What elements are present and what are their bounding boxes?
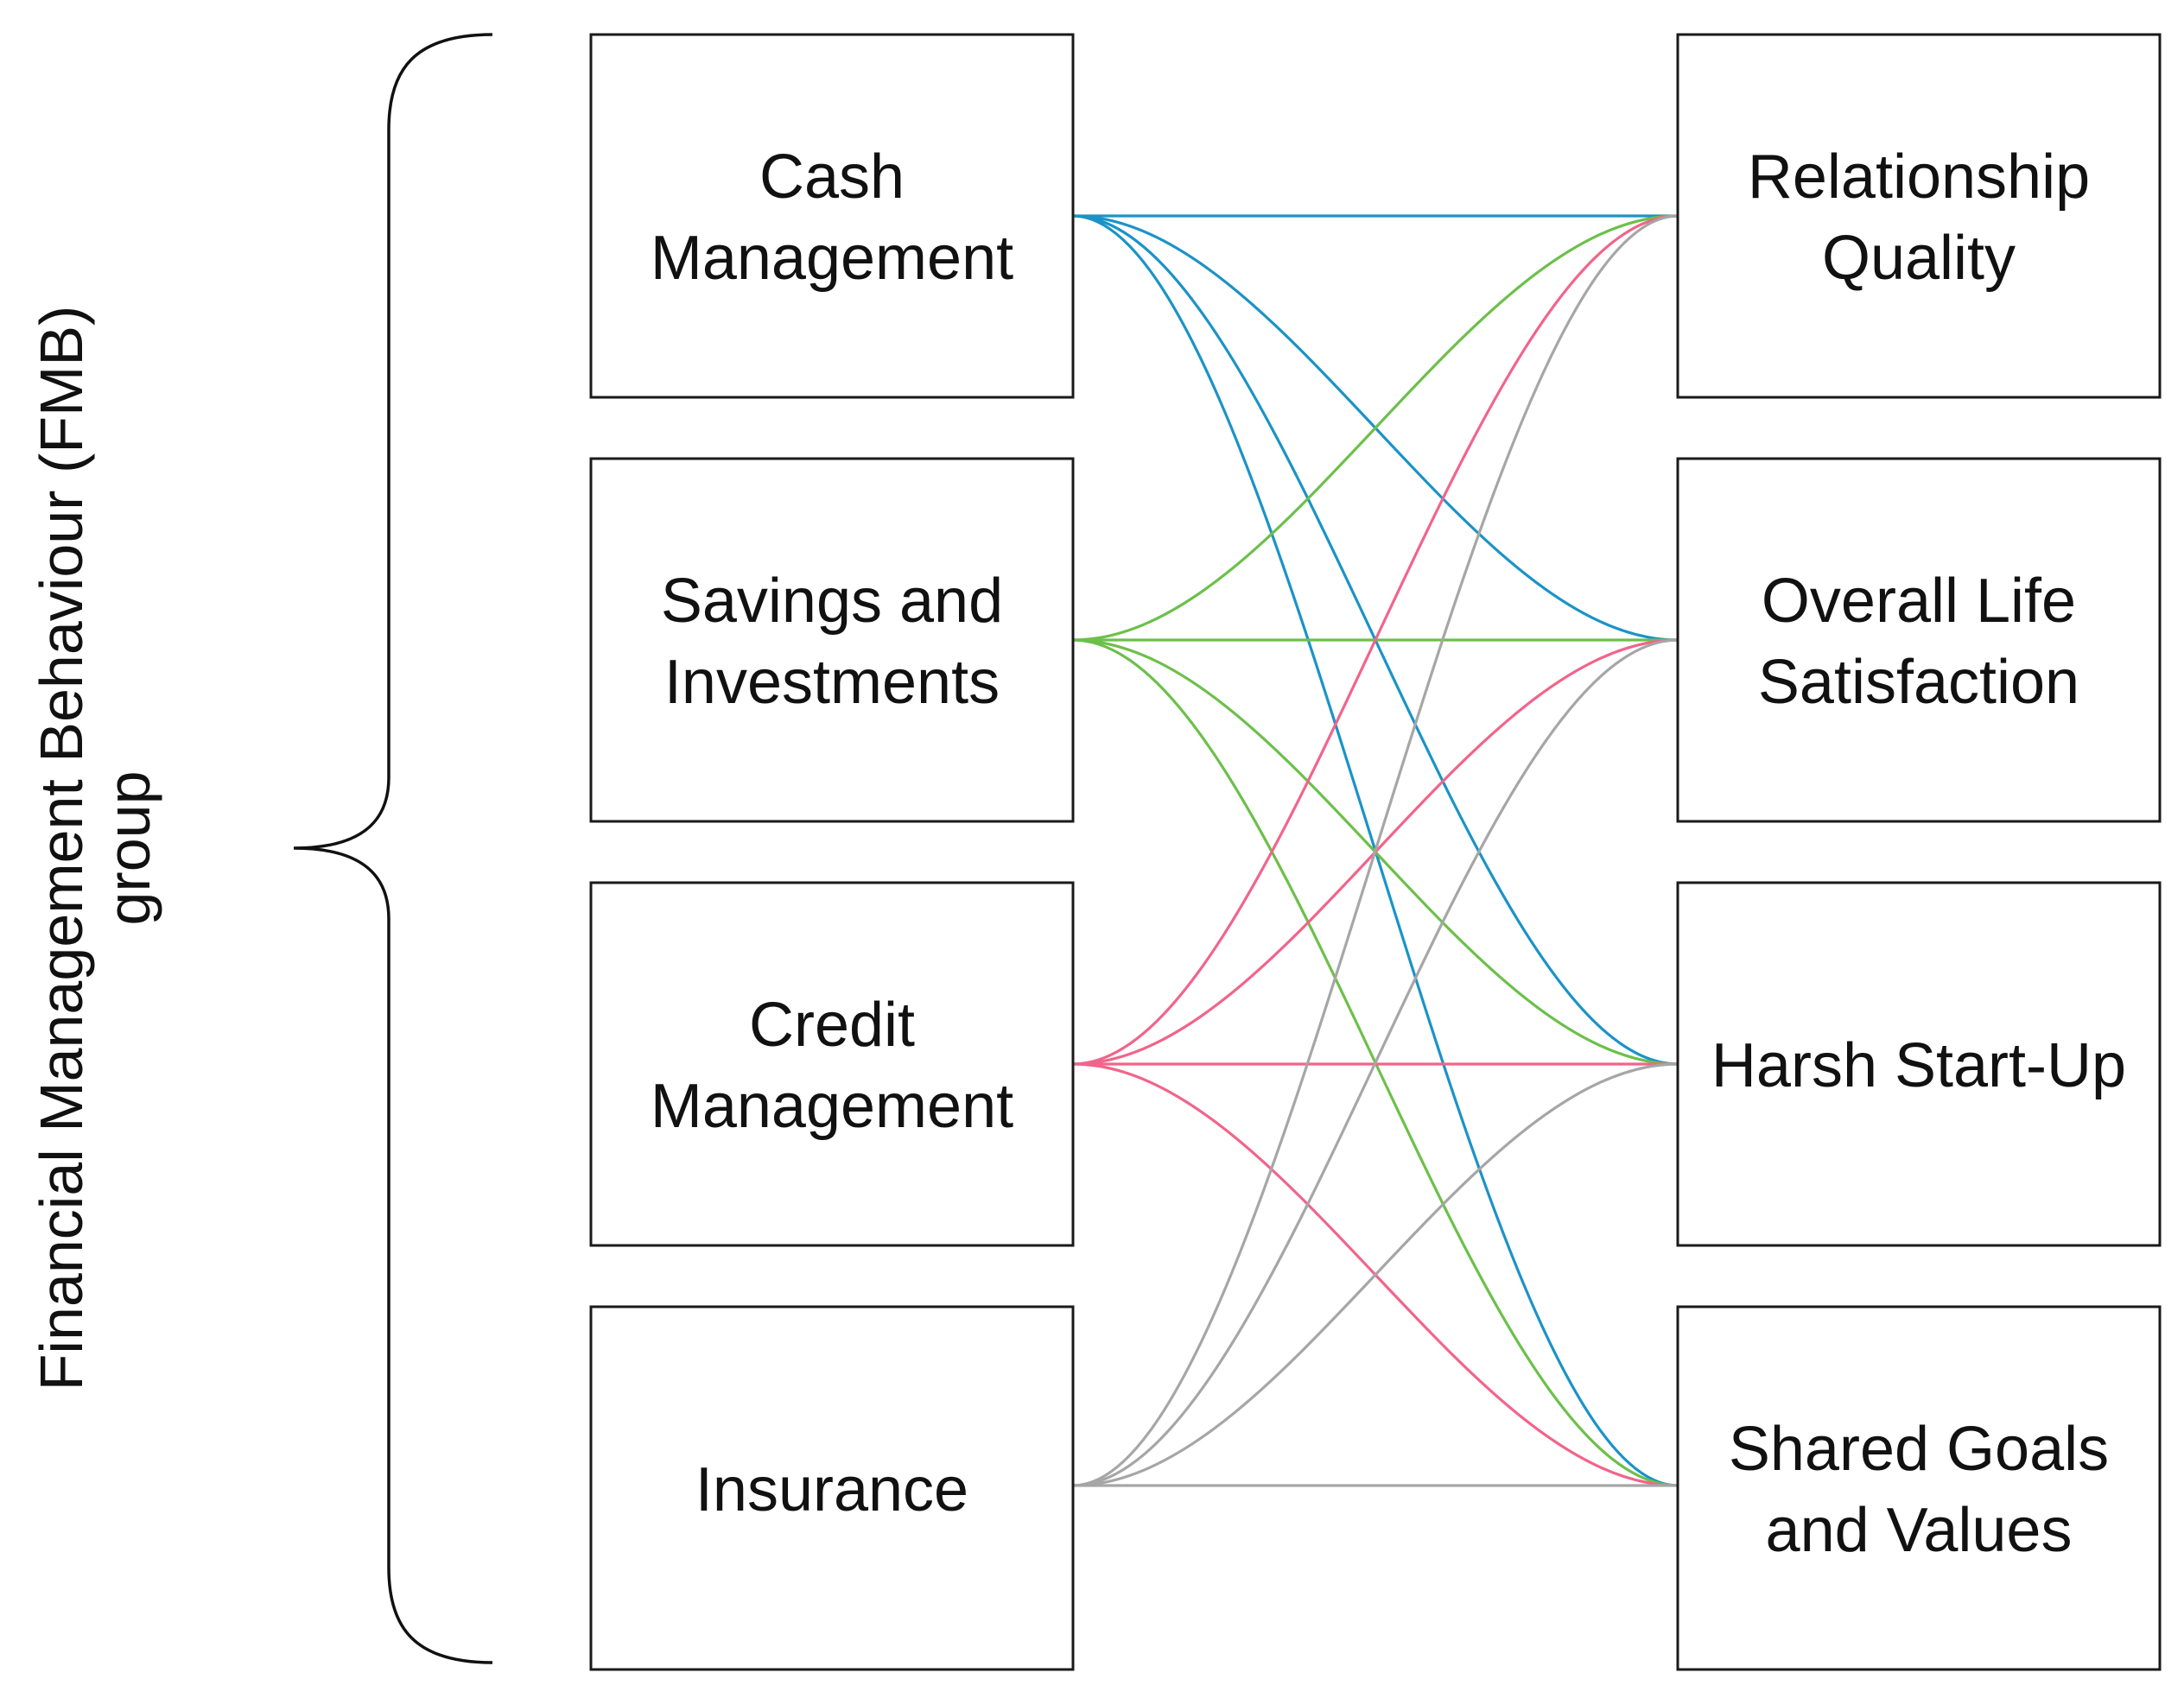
left-node-label: Management bbox=[651, 224, 1013, 293]
left-node-box bbox=[589, 33, 1075, 399]
left-node-label: Cash bbox=[759, 143, 905, 212]
right-node-label: Overall Life bbox=[1762, 567, 2076, 636]
right-node-box bbox=[1676, 881, 2162, 1247]
right-node-sgv: Shared Goals and Values bbox=[1676, 1305, 2162, 1671]
link-credit-to-rq bbox=[1072, 214, 1679, 1066]
left-node-box bbox=[589, 881, 1075, 1247]
link-insurance-to-rq bbox=[1072, 214, 1679, 1487]
right-node-label: and Values bbox=[1766, 1496, 2073, 1565]
link-savings-to-rq bbox=[1072, 214, 1679, 642]
group-label-line-2: group bbox=[95, 770, 162, 925]
left-node-box bbox=[589, 457, 1075, 823]
right-node-label: Shared Goals bbox=[1729, 1415, 2109, 1484]
right-node-box bbox=[1676, 33, 2162, 399]
right-node-label: Satisfaction bbox=[1758, 648, 2079, 717]
right-node-box bbox=[1676, 1305, 2162, 1671]
left-node-box bbox=[589, 1305, 1075, 1671]
left-node-label: Savings and bbox=[661, 567, 1003, 636]
group-label: Financial Management Behaviour (FMB) gro… bbox=[28, 306, 162, 1391]
link-insurance-to-ols bbox=[1072, 638, 1679, 1487]
right-node-label: Quality bbox=[1822, 224, 2016, 293]
right-node-box bbox=[1676, 457, 2162, 823]
right-node-label: Harsh Start-Up bbox=[1711, 1031, 2126, 1100]
connection-lines bbox=[1072, 214, 1679, 1487]
right-node-hsu: Harsh Start-Up bbox=[1676, 881, 2162, 1247]
right-node-label: Relationship bbox=[1748, 143, 2090, 212]
left-node-label: Management bbox=[651, 1072, 1013, 1141]
left-node-label: Credit bbox=[749, 991, 915, 1060]
group-brace bbox=[293, 33, 493, 1664]
left-node-label: Insurance bbox=[695, 1455, 968, 1524]
left-node-insurance: Insurance bbox=[589, 1305, 1075, 1671]
left-node-label: Investments bbox=[664, 648, 1000, 717]
group-label-line-1: Financial Management Behaviour (FMB) bbox=[28, 306, 95, 1391]
link-insurance-to-hsu bbox=[1072, 1062, 1679, 1487]
